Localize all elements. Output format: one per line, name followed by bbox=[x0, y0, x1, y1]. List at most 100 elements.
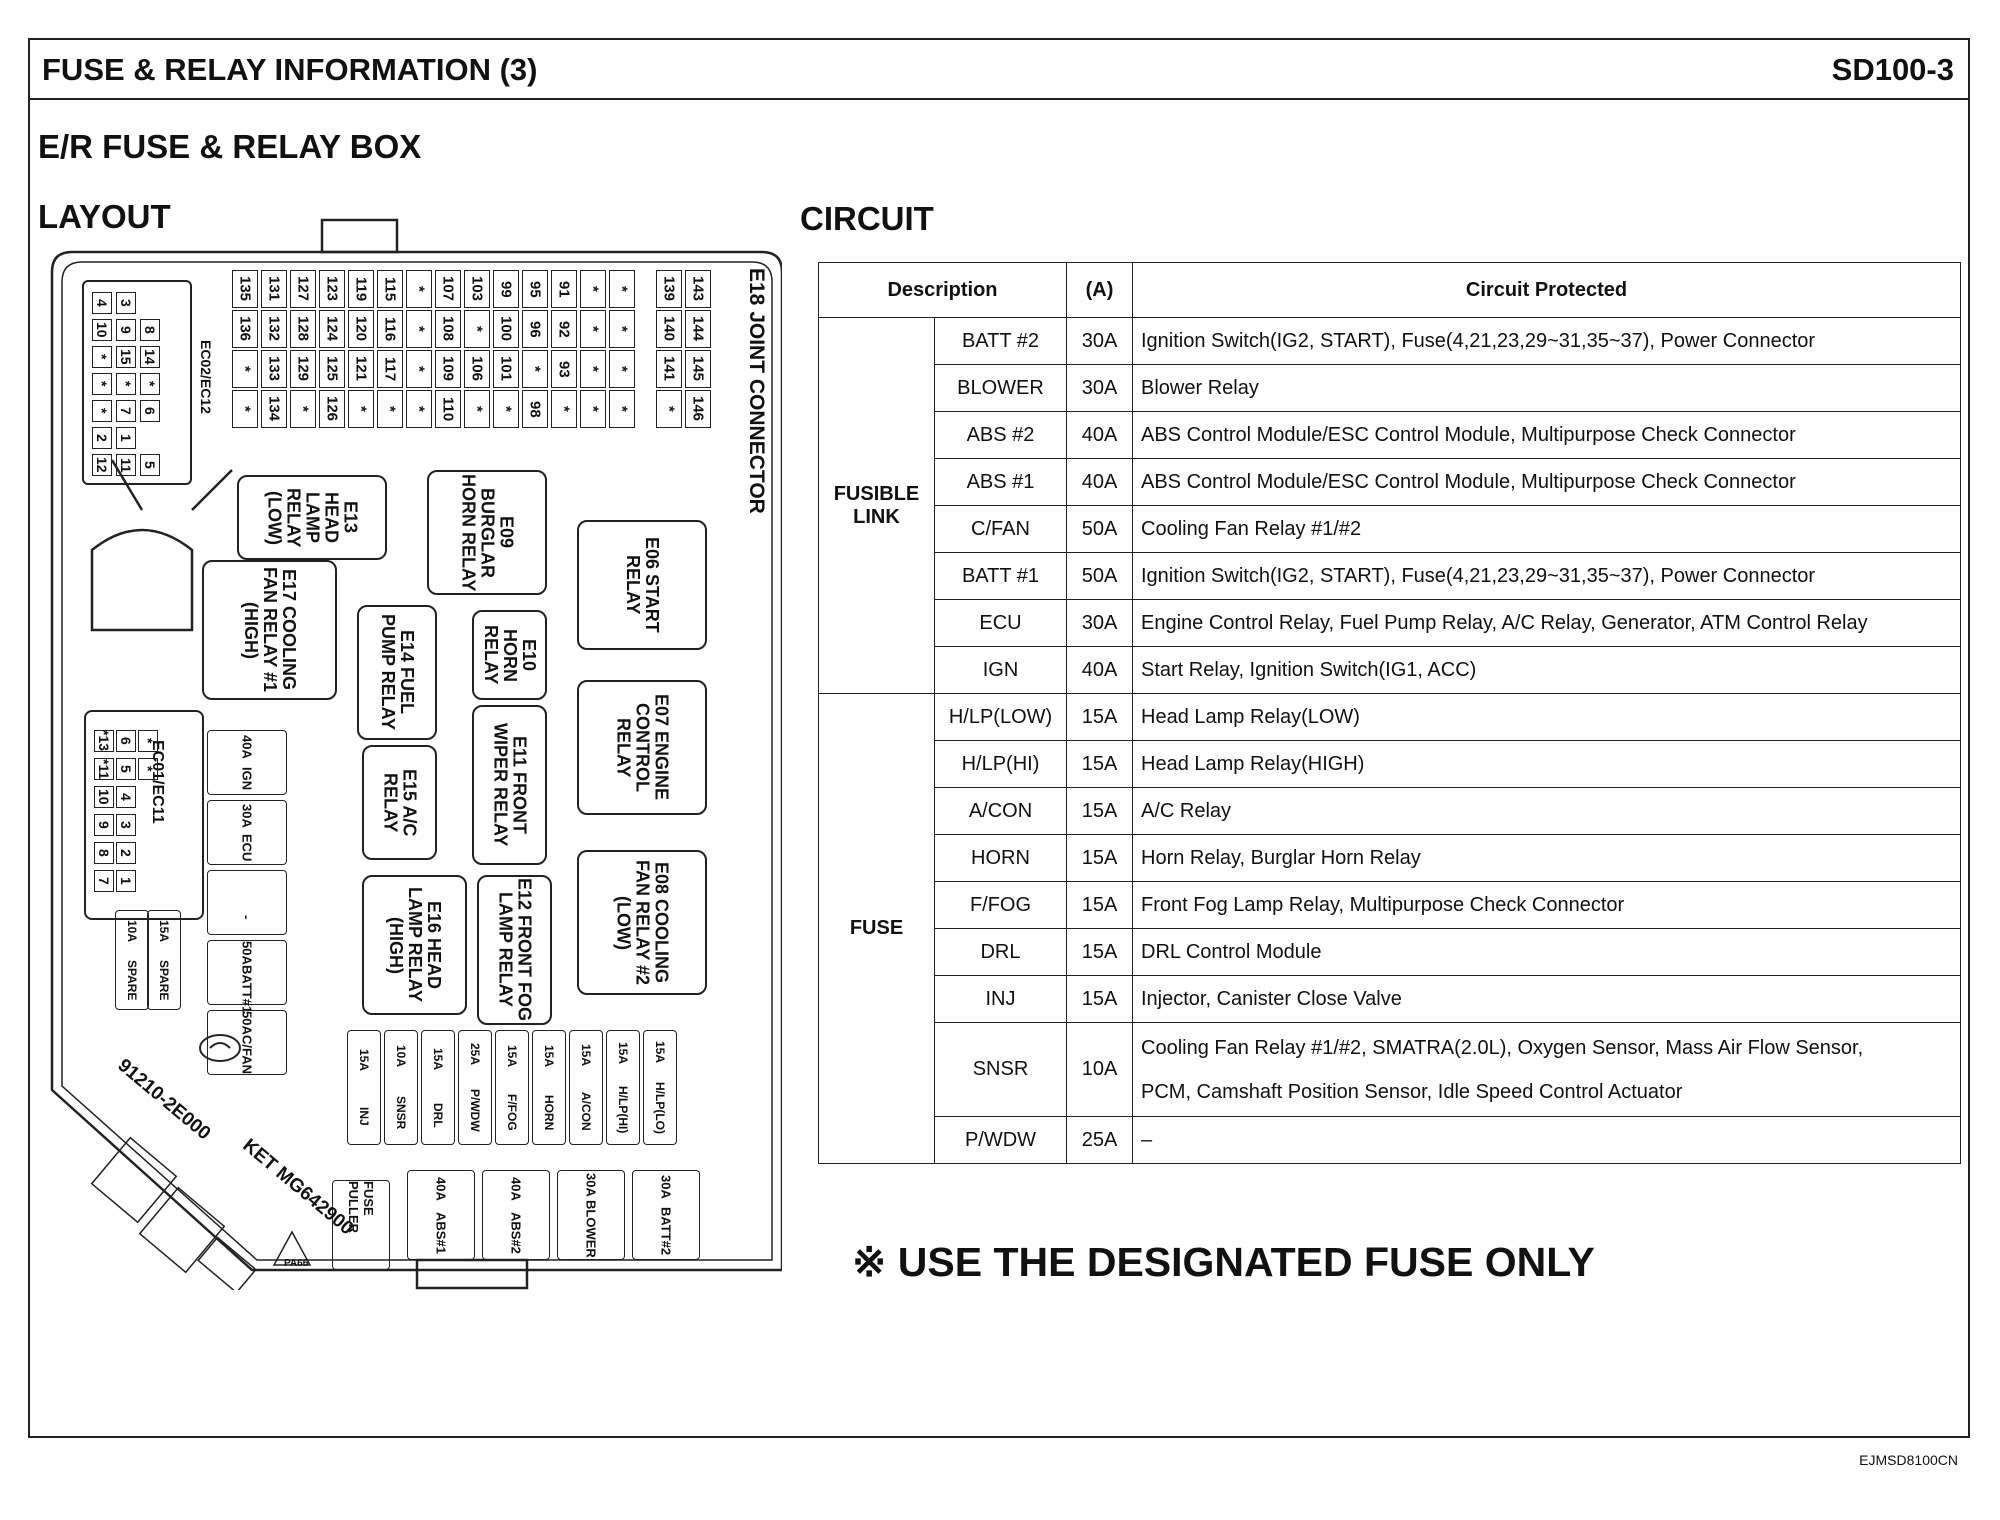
fusible-link-name: BLOWER bbox=[583, 1199, 599, 1258]
fuse-slot: 100 bbox=[493, 310, 519, 348]
row-circuit: Head Lamp Relay(LOW) bbox=[1132, 693, 1961, 741]
fuse-slot: * bbox=[464, 310, 490, 348]
ec01-pin: *13 bbox=[94, 730, 114, 752]
ec02-label: EC02/EC12 bbox=[198, 340, 214, 414]
relay-e10-label: E10 HORN RELAY bbox=[481, 625, 539, 685]
fuse-slot: 129 bbox=[290, 350, 316, 388]
row-amp: 25A bbox=[1066, 1116, 1133, 1164]
fuse-slot: * bbox=[406, 350, 432, 388]
row-description: F/FOG bbox=[934, 881, 1067, 929]
fuse-slot: 99 bbox=[493, 270, 519, 308]
fuse-slot: 110 bbox=[435, 390, 461, 428]
fuse-slot: * bbox=[580, 390, 606, 428]
fuse-slot: 123 bbox=[319, 270, 345, 308]
fuse-slot: * bbox=[609, 270, 635, 308]
fuse-slot: 108 bbox=[435, 310, 461, 348]
row-amp: 15A bbox=[1066, 740, 1133, 788]
fuse-slot: 91 bbox=[551, 270, 577, 308]
fuse-column: 103*106* bbox=[464, 270, 490, 428]
fuse-slot: 125 bbox=[319, 350, 345, 388]
ec01-pin: 9 bbox=[94, 814, 114, 836]
relay-e07: E07 ENGINE CONTROL RELAY bbox=[577, 680, 707, 815]
row-circuit: Injector, Canister Close Valve bbox=[1132, 975, 1961, 1023]
row-amp: 15A bbox=[1066, 928, 1133, 976]
fuse-slot: 140 bbox=[656, 310, 682, 348]
page-frame: FUSE & RELAY INFORMATION (3) SD100-3 bbox=[28, 38, 1970, 1438]
ec02-pin: 4 bbox=[92, 292, 112, 314]
fuse-slot: * bbox=[609, 390, 635, 428]
fuse-slot: * bbox=[406, 390, 432, 428]
row-circuit-line1: Cooling Fan Relay #1/#2, SMATRA(2.0L), O… bbox=[1141, 1036, 1864, 1059]
section-title: E/R FUSE & RELAY BOX bbox=[38, 128, 422, 165]
blade-fuse-amp: 15A bbox=[616, 1041, 630, 1064]
pa-mark: PA66 bbox=[284, 1258, 309, 1269]
row-circuit: A/C Relay bbox=[1132, 787, 1961, 835]
fuse-slot: * bbox=[493, 390, 519, 428]
fuse-slot: * bbox=[464, 390, 490, 428]
ec01-pin: *11 bbox=[94, 758, 114, 780]
blade-fuse-amp: 15A bbox=[579, 1044, 593, 1067]
fuse-slot: 106 bbox=[464, 350, 490, 388]
ec02-pin: 3 bbox=[116, 292, 136, 314]
designated-fuse-note: ※ USE THE DESIGNATED FUSE ONLY bbox=[852, 1239, 1595, 1285]
fuse-slot: * bbox=[580, 350, 606, 388]
ec02-pin: 5 bbox=[140, 454, 160, 476]
header-bar: FUSE & RELAY INFORMATION (3) SD100-3 bbox=[30, 40, 1968, 100]
fuse-slot: 115 bbox=[377, 270, 403, 308]
relay-e09-label: E09 BURGLAR HORN RELAY bbox=[458, 473, 517, 592]
blade-fuse-amp: 25A bbox=[468, 1043, 482, 1066]
header-amp: (A) bbox=[1066, 262, 1133, 318]
fuse-slot: * bbox=[522, 350, 548, 388]
relay-e06: E06 START RELAY bbox=[577, 520, 707, 650]
row-circuit: Start Relay, Ignition Switch(IG1, ACC) bbox=[1132, 646, 1961, 694]
ec02-pin: * bbox=[116, 373, 136, 395]
row-description: H/LP(HI) bbox=[934, 740, 1067, 788]
row-description: HORN bbox=[934, 834, 1067, 882]
row-amp: 40A bbox=[1066, 458, 1133, 506]
row-circuit: Horn Relay, Burglar Horn Relay bbox=[1132, 834, 1961, 882]
ec01-pin: 4 bbox=[116, 786, 136, 808]
fusible-link-amp: 40A bbox=[433, 1176, 449, 1201]
fuse-slot: 136 bbox=[232, 310, 258, 348]
fuse-slot: * bbox=[290, 390, 316, 428]
fuse-column: **** bbox=[406, 270, 432, 428]
table-header-row: Description (A) Circuit Protected bbox=[818, 262, 1961, 318]
fusible-link-amp: 50A bbox=[239, 1011, 255, 1035]
ec02-pin: 7 bbox=[116, 400, 136, 422]
spare-fuse-amp: 15A bbox=[157, 919, 171, 942]
relay-e17: E17 COOLING FAN RELAY #1 (HIGH) bbox=[202, 560, 337, 700]
relay-e12-label: E12 FRONT FOG LAMP RELAY bbox=[495, 878, 535, 1022]
fuse-slot: 134 bbox=[261, 390, 287, 428]
ec01-pin: 6 bbox=[116, 730, 136, 752]
fuse-slot: 96 bbox=[522, 310, 548, 348]
ec01-pin: 8 bbox=[94, 842, 114, 864]
fuse-slot: 116 bbox=[377, 310, 403, 348]
fuse-slot: 101 bbox=[493, 350, 519, 388]
row-amp: 30A bbox=[1066, 599, 1133, 647]
row-circuit: Ignition Switch(IG2, START), Fuse(4,21,2… bbox=[1132, 317, 1961, 365]
fuse-slot: 121 bbox=[348, 350, 374, 388]
fusible-link-amp: 30A bbox=[658, 1174, 674, 1199]
fuse-puller: FUSE PULLER bbox=[332, 1180, 390, 1270]
ec02-pin: * bbox=[92, 373, 112, 395]
